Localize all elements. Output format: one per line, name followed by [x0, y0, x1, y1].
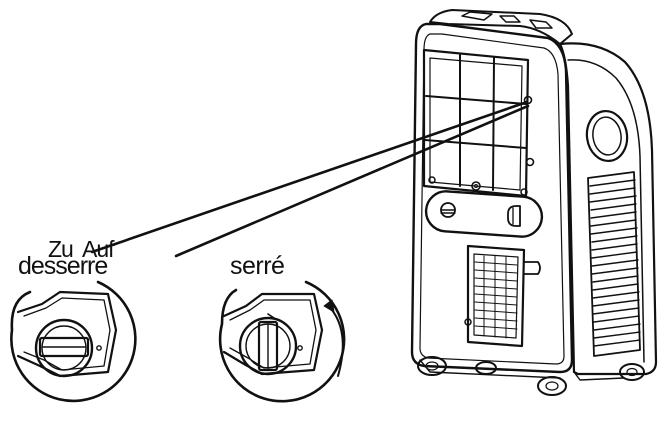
- drain-outlet-housing: [424, 190, 544, 238]
- loosened-housing: [16, 290, 118, 378]
- tightened-circle-outline: [218, 280, 346, 403]
- detail-circle-tightened: [218, 280, 346, 403]
- loosened-indicator-dot: [96, 345, 102, 351]
- loosened-housing-inner: [23, 297, 111, 371]
- tightened-housing-inner: [229, 299, 317, 369]
- grille-screw-top: [523, 95, 533, 105]
- wheels: [417, 356, 645, 396]
- front-screw-mid-inner: [474, 184, 478, 188]
- loosened-knob-rim: [41, 325, 87, 371]
- unit-front-panel: [410, 22, 574, 374]
- lower-left-screw: [464, 318, 472, 326]
- unit-top-detail: [461, 11, 553, 29]
- callout-lines: [90, 100, 530, 258]
- air-conditioner-unit: [410, 9, 658, 396]
- tightened-indicator-mark: [267, 313, 275, 319]
- loosened-label: desserre: [18, 252, 108, 280]
- front-screw-left: [428, 176, 436, 184]
- drain-plug-lower: [507, 205, 521, 227]
- unit-side-edge: [567, 59, 645, 363]
- tightened-knob: [238, 316, 298, 376]
- callout-line-zu: [90, 100, 529, 254]
- open-label: Auf: [82, 236, 115, 262]
- tightened-knob-handle: [257, 320, 279, 372]
- loosened-knob-handle: [38, 336, 90, 358]
- lower-filter-grille: [466, 244, 526, 348]
- tightened-housing: [222, 292, 324, 376]
- tightened-indicator-dot: [297, 345, 303, 351]
- wheel-front-left: [417, 356, 447, 376]
- wheel-rear-right: [619, 363, 645, 381]
- loosened-circle-outline: [10, 280, 137, 403]
- front-screw-right: [520, 188, 528, 196]
- closed-label: Zu: [48, 236, 74, 262]
- upper-filter-grille: [422, 48, 535, 198]
- detail-circle-loosened: [10, 280, 137, 403]
- side-handle-inner: [592, 116, 622, 156]
- tightened-label: serré: [230, 252, 285, 280]
- wheel-front-right: [537, 376, 567, 396]
- unit-front-inner: [419, 33, 565, 365]
- unit-top: [429, 9, 573, 45]
- callout-line-auf: [174, 104, 530, 258]
- side-connector: [523, 261, 541, 275]
- clockwise-arrow-icon: [331, 309, 344, 377]
- grille-screw-bottom: [525, 157, 535, 167]
- loosened-knob: [34, 318, 94, 378]
- side-handle: [585, 109, 629, 163]
- side-vent-grille: [587, 171, 641, 357]
- front-screw-mid: [471, 181, 481, 191]
